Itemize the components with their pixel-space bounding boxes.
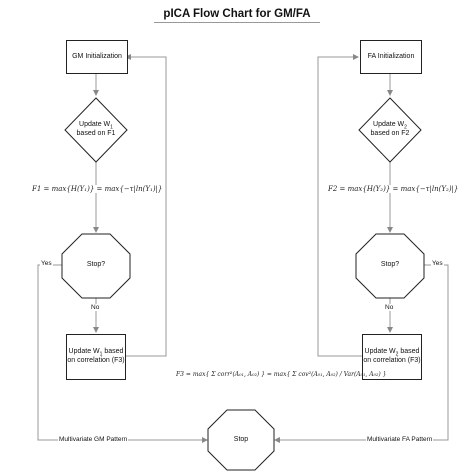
fa-initialization-label: FA Initialization — [367, 52, 415, 60]
multivariate-fa-pattern-label: Multivariate FA Pattern — [366, 436, 434, 443]
equation-f1: F1 = max{H(Y₁)} = max{−τ|ln(Y₁)|} — [30, 185, 165, 193]
octagon-stop-left — [61, 233, 131, 299]
equation-f2: F2 = max{H(Y₂)} = max{−τ|ln(Y₂)|} — [326, 185, 461, 193]
stop-left-label: Stop? — [86, 260, 106, 268]
no-label-right: No — [384, 304, 395, 311]
octagon-stop-right — [355, 233, 425, 299]
final-stop-label: Stop — [233, 435, 249, 443]
gm-initialization-label: GM Initialization — [72, 52, 122, 60]
decision-update-w2 — [358, 97, 422, 163]
no-label-left: No — [90, 304, 101, 311]
multivariate-gm-pattern-label: Multivariate GM Pattern — [58, 436, 129, 443]
octagon-final-stop — [207, 409, 275, 471]
decision-update-w1 — [64, 97, 128, 163]
fa-initialization-box: FA Initialization — [360, 40, 422, 74]
stop-right-label: Stop? — [380, 260, 400, 268]
title-underline — [154, 22, 320, 23]
arrow-corr-left-loop — [124, 54, 167, 357]
chart-title: pICA Flow Chart for GM/FA — [163, 8, 311, 20]
yes-label-right: Yes — [431, 260, 444, 267]
yes-label-left: Yes — [40, 260, 53, 267]
arrow-corr-right-loop — [317, 54, 362, 357]
gm-initialization-box: GM Initialization — [66, 40, 128, 74]
equation-f3: F3 = max{ Σ corr²(A₀₁, A₀₂) } = max{ Σ c… — [176, 371, 387, 378]
